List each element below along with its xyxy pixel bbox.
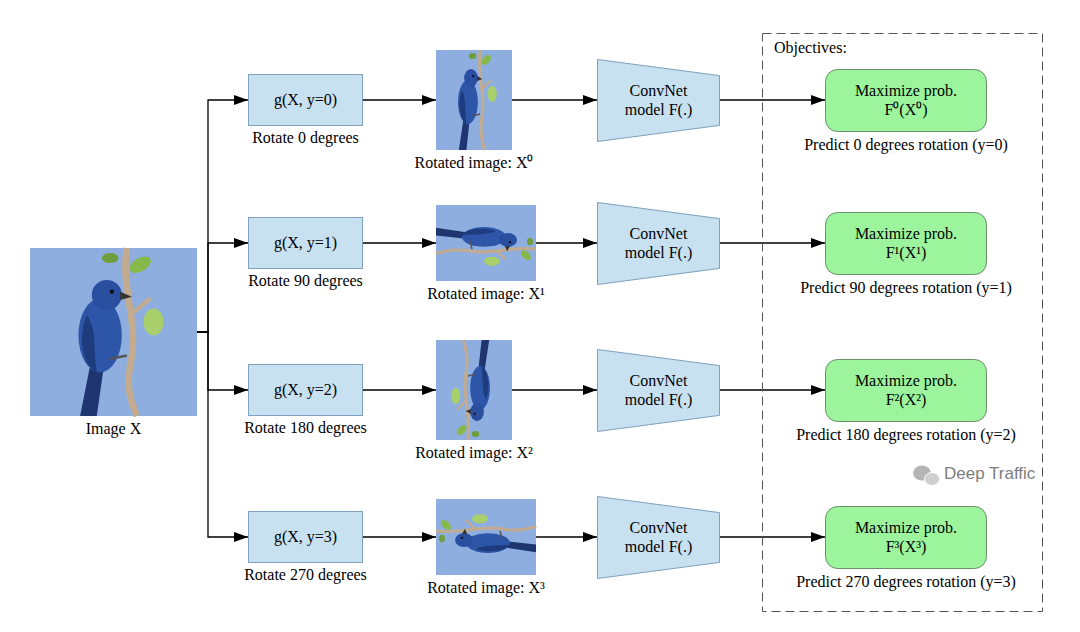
- node-outline: [597, 349, 720, 432]
- rotated-image: [436, 340, 512, 440]
- caption-text: Predict 180 degrees rotation (y=2): [796, 425, 1016, 444]
- caption-text: Rotate 90 degrees: [248, 271, 363, 290]
- flow-arrow: [363, 536, 436, 537]
- flow-arrow: [363, 99, 436, 100]
- input-image: [30, 248, 197, 416]
- caption-text: Rotated image: X¹: [427, 284, 545, 303]
- caption-text: Rotated image: X³: [427, 578, 545, 597]
- convnet-trapezoid: ConvNet model F(.): [597, 496, 720, 579]
- node-text: Maximize prob. F⁰(X⁰): [846, 81, 966, 119]
- objective-box: Maximize prob. F²(X²)Predict 180 degrees…: [825, 359, 987, 422]
- rotated-image: [436, 50, 512, 150]
- objective-box: Maximize prob. F¹(X¹)Predict 90 degrees …: [825, 212, 987, 275]
- flow-arrow: [720, 242, 825, 243]
- node-outline: [825, 506, 987, 569]
- caption-text: Rotate 0 degrees: [252, 128, 359, 147]
- rotated-image-node: Rotated image: X⁰: [436, 50, 512, 150]
- convnet-trapezoid: ConvNet model F(.): [597, 202, 720, 285]
- convnet-trapezoid: ConvNet model F(.): [597, 349, 720, 432]
- node-outline: [597, 496, 720, 579]
- flow-arrow: [512, 99, 597, 100]
- flow-arrow: [197, 332, 248, 390]
- flow-arrow: [512, 389, 597, 390]
- node-text: ConvNet model F(.): [618, 81, 700, 119]
- node-text: g(X, y=0): [274, 90, 337, 109]
- transform-box: g(X, y=0)Rotate 0 degrees: [248, 74, 363, 126]
- rotated-image-node: Rotated image: X¹: [436, 205, 536, 281]
- region-heading: Objectives:: [774, 38, 847, 57]
- flow-arrow: [720, 536, 825, 537]
- node-outline: [825, 69, 987, 132]
- caption-text: Predict 0 degrees rotation (y=0): [804, 135, 1008, 154]
- node-outline: [825, 212, 987, 275]
- flow-arrow: [363, 389, 436, 390]
- watermark-icon: [913, 466, 940, 486]
- flow-arrow: [197, 332, 248, 537]
- transform-box: g(X, y=1)Rotate 90 degrees: [248, 217, 363, 269]
- flow-arrow: [536, 536, 597, 537]
- rotated-image-node: Rotated image: X³: [436, 499, 536, 575]
- objective-shape: [826, 506, 987, 568]
- objective-shape: [826, 212, 987, 274]
- node-text: g(X, y=2): [274, 380, 337, 399]
- flow-arrow: [363, 242, 436, 243]
- caption-text: Rotated image: X²: [415, 443, 533, 462]
- rotated-image-node: Rotated image: X²: [436, 340, 512, 440]
- objectives-region: Objectives:Maximize prob. F⁰(X⁰)Predict …: [762, 33, 1043, 612]
- caption-text: Predict 270 degrees rotation (y=3): [796, 572, 1016, 591]
- input-image-node: Image X: [30, 248, 197, 416]
- rotated-image: [436, 499, 536, 575]
- flow-arrow: [197, 243, 248, 332]
- convnet-trapezoid: ConvNet model F(.): [597, 59, 720, 142]
- node-text: ConvNet model F(.): [618, 224, 700, 262]
- node-text: Maximize prob. F³(X³): [846, 518, 966, 556]
- objective-shape: [826, 359, 987, 421]
- trapezoid-shape: [598, 202, 720, 284]
- node-text: Maximize prob. F¹(X¹): [846, 224, 966, 262]
- rotated-image: [436, 205, 536, 281]
- transform-box: g(X, y=2)Rotate 180 degrees: [248, 364, 363, 416]
- node-text: g(X, y=3): [274, 527, 337, 546]
- trapezoid-shape: [598, 349, 720, 431]
- objective-box: Maximize prob. F⁰(X⁰)Predict 0 degrees r…: [825, 69, 987, 132]
- trapezoid-shape: [598, 59, 720, 141]
- node-outline: [825, 359, 987, 422]
- node-text: ConvNet model F(.): [618, 518, 700, 556]
- node-outline: [597, 59, 720, 142]
- objective-shape: [826, 69, 987, 131]
- icon-bubble: [925, 473, 940, 486]
- transform-box: g(X, y=3)Rotate 270 degrees: [248, 511, 363, 563]
- node-text: ConvNet model F(.): [618, 371, 700, 409]
- caption-text: Rotate 270 degrees: [244, 565, 367, 584]
- dashed-region: [763, 34, 1043, 612]
- objective-box: Maximize prob. F³(X³)Predict 270 degrees…: [825, 506, 987, 569]
- flow-arrow: [536, 242, 597, 243]
- caption-text: Rotated image: X⁰: [415, 153, 534, 172]
- watermark-text: Deep Traffic: [944, 464, 1035, 484]
- node-text: Maximize prob. F²(X²): [846, 371, 966, 409]
- caption-text: Predict 90 degrees rotation (y=1): [800, 278, 1012, 297]
- flow-arrow: [720, 99, 825, 100]
- trapezoid-shape: [598, 496, 720, 578]
- flow-arrow: [720, 389, 825, 390]
- node-text: g(X, y=1): [274, 233, 337, 252]
- node-outline: [597, 202, 720, 285]
- caption-text: Image X: [86, 419, 142, 438]
- flow-arrow: [197, 100, 248, 332]
- caption-text: Rotate 180 degrees: [244, 418, 367, 437]
